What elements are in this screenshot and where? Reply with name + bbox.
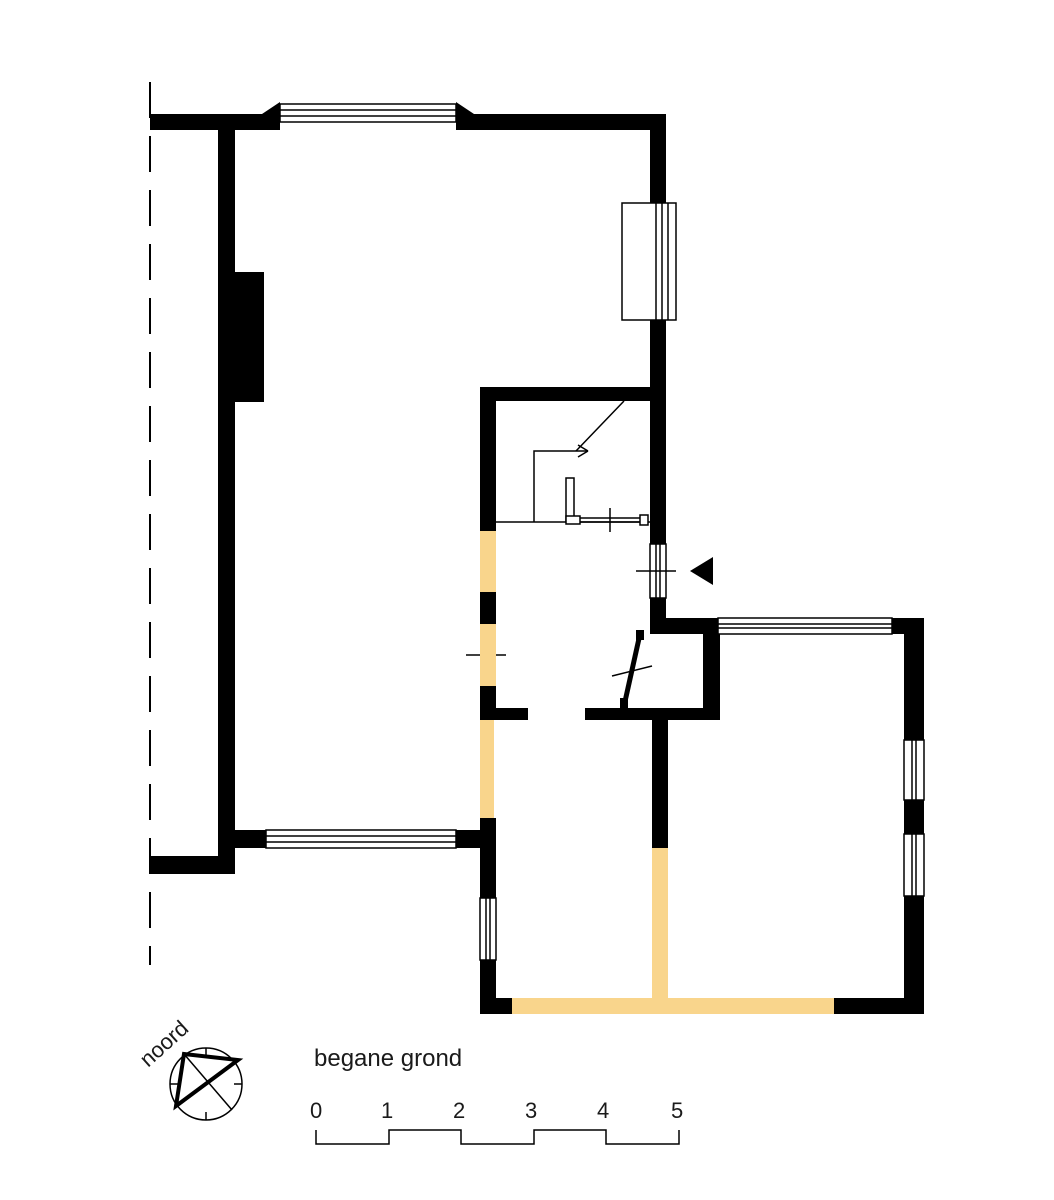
scale-label-1: 1 <box>381 1098 393 1123</box>
window-right-top <box>717 617 893 635</box>
window-right-lower <box>903 833 925 897</box>
window-right-upper <box>903 739 925 801</box>
front-door <box>636 543 676 599</box>
walls-hall <box>480 387 720 1014</box>
walls-main-building <box>150 102 666 874</box>
stair <box>496 400 650 532</box>
scale-label-5: 5 <box>671 1098 683 1123</box>
window-top <box>279 103 457 123</box>
window-left-lower <box>479 897 497 961</box>
new-walls <box>480 531 834 1014</box>
entrance-triangle-icon <box>690 557 713 585</box>
wc-door <box>611 630 653 708</box>
floor-label: begane grond <box>314 1045 462 1072</box>
scale-label-4: 4 <box>597 1098 609 1123</box>
scale-labels: 0 1 2 3 4 5 <box>310 1098 683 1123</box>
scale-bar <box>315 1129 680 1145</box>
walls-right-room <box>703 618 924 1014</box>
scale-label-2: 2 <box>453 1098 465 1123</box>
north-compass-icon <box>169 1047 244 1121</box>
scale-label-3: 3 <box>525 1098 537 1123</box>
window-bottom-left <box>265 829 457 849</box>
scale-label-0: 0 <box>310 1098 322 1123</box>
bay-window <box>621 202 677 321</box>
